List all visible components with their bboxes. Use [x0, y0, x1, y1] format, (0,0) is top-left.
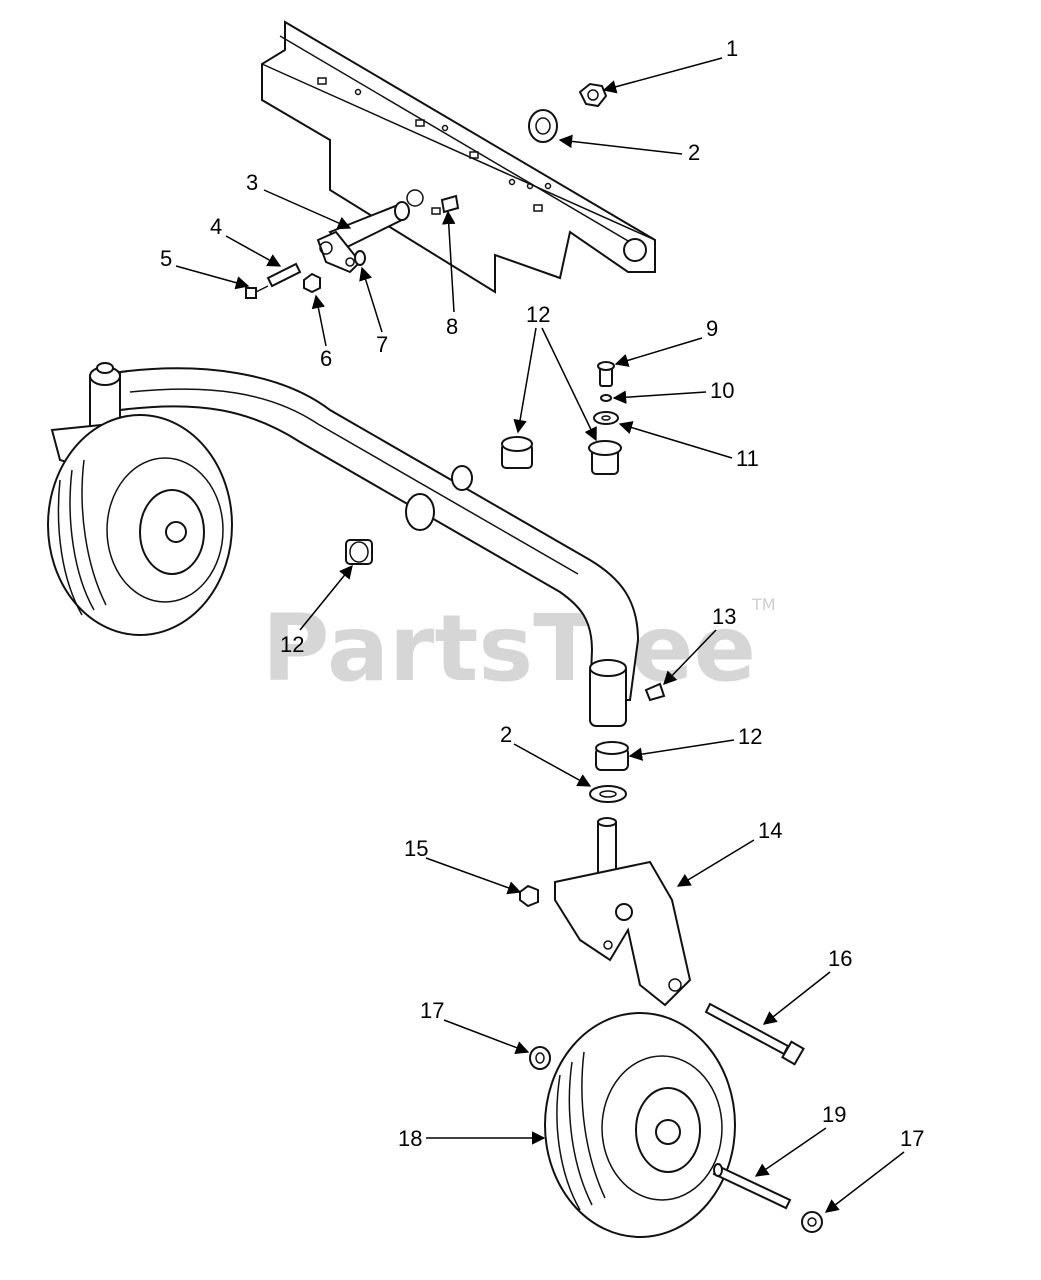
part-17-spacer-left — [529, 1046, 551, 1070]
frame-bracket — [261, 20, 656, 294]
svg-text:12: 12 — [738, 724, 762, 749]
callout-16: 16 — [762, 946, 852, 1025]
callout-19: 19 — [754, 1102, 846, 1177]
svg-text:1: 1 — [726, 36, 738, 61]
part-2-washer — [528, 109, 558, 143]
part-16-axle-bolt — [704, 1002, 805, 1066]
svg-text:12: 12 — [526, 302, 550, 327]
part-19-axle-sleeve — [712, 1163, 792, 1210]
part-12-bushing-c — [345, 539, 373, 565]
part-6-nut — [303, 272, 321, 294]
callout-6: 6 — [311, 294, 332, 371]
svg-text:10: 10 — [710, 378, 734, 403]
callout-4: 4 — [210, 214, 282, 267]
svg-text:9: 9 — [706, 316, 718, 341]
svg-text:7: 7 — [376, 332, 388, 357]
part-13-fitting — [644, 682, 666, 702]
part-11-washer — [593, 411, 619, 425]
svg-text:11: 11 — [736, 446, 759, 471]
svg-text:15: 15 — [404, 836, 428, 861]
part-10-lockwasher — [600, 394, 612, 402]
part-1-nut — [578, 82, 608, 108]
part-8-bolt — [440, 194, 460, 214]
callout-12-upper: 12 — [513, 302, 597, 442]
callout-1: 1 — [602, 36, 738, 94]
part-17-spacer-right — [801, 1211, 823, 1233]
part-15-nut — [519, 884, 539, 908]
part-2-washer-lower — [589, 785, 627, 803]
part-4-pin — [266, 262, 302, 288]
svg-text:17: 17 — [420, 998, 444, 1023]
left-wheel — [47, 414, 233, 636]
part-12-bushing-a — [501, 436, 533, 469]
callout-3: 3 — [246, 170, 352, 230]
callout-2-lower: 2 — [500, 722, 592, 787]
part-3-pivot-arm — [316, 201, 410, 274]
callout-8: 8 — [441, 210, 458, 339]
svg-text:4: 4 — [210, 214, 222, 239]
callout-2-top: 2 — [558, 134, 700, 165]
part-12-bushing-d — [595, 741, 629, 771]
callout-12-left: 12 — [280, 564, 353, 657]
svg-text:12: 12 — [280, 632, 304, 657]
callout-14: 14 — [676, 818, 782, 887]
part-14-caster-fork — [554, 817, 692, 1007]
svg-text:17: 17 — [900, 1126, 924, 1151]
axle-tube — [119, 367, 640, 727]
svg-text:2: 2 — [688, 140, 700, 165]
watermark-text: PartsTree — [262, 595, 756, 702]
callout-11: 11 — [618, 421, 759, 471]
callout-18: 18 — [398, 1126, 546, 1151]
callout-17-right: 17 — [824, 1126, 924, 1213]
svg-text:14: 14 — [758, 818, 782, 843]
part-9-bolt — [597, 361, 615, 387]
part-5-bolt — [245, 285, 269, 299]
svg-text:2: 2 — [500, 722, 512, 747]
svg-text:18: 18 — [398, 1126, 422, 1151]
callout-7: 7 — [359, 266, 388, 357]
callout-12-lower: 12 — [628, 724, 762, 761]
callout-17-left: 17 — [420, 998, 530, 1054]
svg-text:19: 19 — [822, 1102, 846, 1127]
svg-text:13: 13 — [712, 604, 736, 629]
watermark-trademark: TM — [751, 595, 776, 614]
svg-text:8: 8 — [446, 314, 458, 339]
part-12-bushing-b — [588, 440, 622, 475]
callout-5: 5 — [160, 246, 250, 290]
callout-9: 9 — [614, 316, 718, 367]
svg-text:5: 5 — [160, 246, 172, 271]
callout-15: 15 — [404, 836, 522, 895]
svg-text:6: 6 — [320, 346, 332, 371]
callout-13: 13 — [663, 604, 736, 685]
part-18-wheel — [544, 1012, 736, 1238]
callout-10: 10 — [612, 378, 734, 404]
part-7-collar — [354, 250, 366, 266]
svg-text:3: 3 — [246, 170, 258, 195]
svg-text:16: 16 — [828, 946, 852, 971]
